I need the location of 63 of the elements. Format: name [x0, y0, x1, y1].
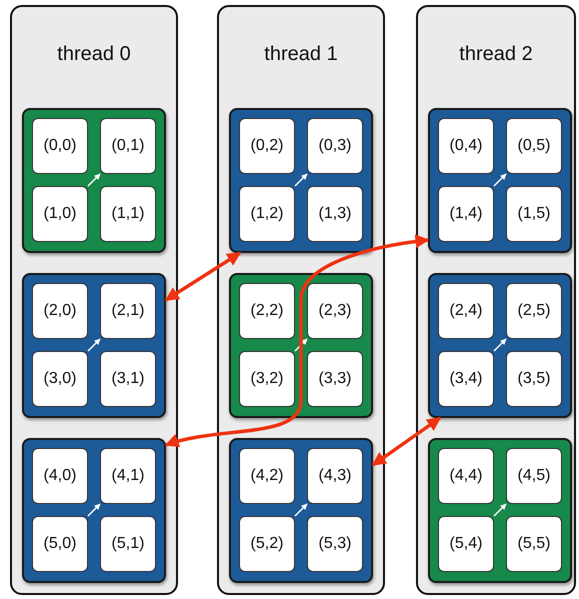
- matrix-cell: (1,1): [100, 186, 156, 242]
- matrix-cell: (4,5): [506, 448, 562, 504]
- matrix-cell: (4,1): [100, 448, 156, 504]
- matrix-cell: (0,5): [506, 118, 562, 174]
- matrix-cell: (1,5): [506, 186, 562, 242]
- column-title: thread 0: [57, 43, 131, 66]
- matrix-cell: (3,4): [438, 351, 494, 407]
- matrix-cell: (4,0): [32, 448, 88, 504]
- thread-column: [217, 5, 385, 595]
- matrix-cell: (3,3): [307, 351, 363, 407]
- double-arrow: [164, 252, 242, 302]
- matrix-cell: (3,2): [239, 351, 295, 407]
- matrix-cell: (0,4): [438, 118, 494, 174]
- matrix-cell: (0,2): [239, 118, 295, 174]
- matrix-cell: (5,1): [100, 516, 156, 572]
- matrix-cell: (5,5): [506, 516, 562, 572]
- matrix-cell: (3,5): [506, 351, 562, 407]
- matrix-cell: (5,0): [32, 516, 88, 572]
- double-arrow: [164, 234, 430, 448]
- arrow: [493, 503, 507, 517]
- tile-block: [428, 438, 572, 583]
- arrow: [493, 173, 507, 187]
- matrix-cell: (2,4): [438, 283, 494, 339]
- arrow: [294, 338, 308, 352]
- matrix-cell: (5,4): [438, 516, 494, 572]
- matrix-cell: (0,0): [32, 118, 88, 174]
- arrow: [294, 173, 308, 187]
- tile-block: [22, 108, 166, 253]
- arrow: [493, 338, 507, 352]
- matrix-cell: (2,0): [32, 283, 88, 339]
- matrix-cell: (2,2): [239, 283, 295, 339]
- arrow: [294, 503, 308, 517]
- column-title: thread 1: [264, 43, 338, 66]
- matrix-cell: (1,0): [32, 186, 88, 242]
- matrix-cell: (4,4): [438, 448, 494, 504]
- matrix-cell: (3,1): [100, 351, 156, 407]
- column-title: thread 2: [459, 43, 533, 66]
- matrix-cell: (4,2): [239, 448, 295, 504]
- matrix-cell: (2,5): [506, 283, 562, 339]
- matrix-cell: (3,0): [32, 351, 88, 407]
- matrix-cell: (5,2): [239, 516, 295, 572]
- matrix-cell: (1,2): [239, 186, 295, 242]
- matrix-cell: (2,1): [100, 283, 156, 339]
- matrix-cell: (0,1): [100, 118, 156, 174]
- tile-block: [428, 273, 572, 418]
- tile-block: [22, 273, 166, 418]
- arrow: [87, 503, 101, 517]
- tile-block: [229, 273, 373, 418]
- matrix-cell: (1,3): [307, 186, 363, 242]
- matrix-cell: (2,3): [307, 283, 363, 339]
- tile-block: [428, 108, 572, 253]
- matrix-cell: (5,3): [307, 516, 363, 572]
- double-arrow: [372, 416, 442, 466]
- matrix-cell: (0,3): [307, 118, 363, 174]
- arrow: [87, 173, 101, 187]
- tile-block: [22, 438, 166, 583]
- thread-column: [10, 5, 178, 595]
- tile-block: [229, 438, 373, 583]
- matrix-cell: (1,4): [438, 186, 494, 242]
- matrix-cell: (4,3): [307, 448, 363, 504]
- tile-block: [229, 108, 373, 253]
- arrow: [87, 338, 101, 352]
- thread-column: [416, 5, 576, 595]
